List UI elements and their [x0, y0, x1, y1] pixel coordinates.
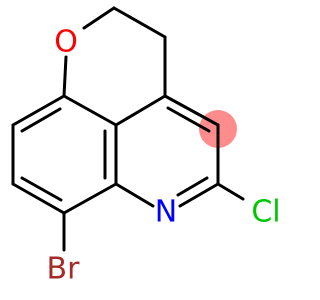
bond-ar-4	[11, 182, 66, 215]
bond-ar-2-inner	[20, 107, 62, 133]
atom-o-label: O	[54, 25, 78, 60]
molecule-diagram: O N Cl Br	[11, 6, 281, 287]
bond-ar-1	[62, 94, 118, 127]
bond-c-cl	[216, 182, 245, 201]
bond-py-4	[114, 182, 155, 208]
bond-py-3	[178, 182, 220, 208]
bond-ring-junction	[114, 94, 167, 127]
bond-py-3-inner	[176, 176, 209, 197]
bond-ar-5	[62, 182, 118, 215]
bond-o-ch2	[82, 6, 116, 30]
bond-py-1	[163, 94, 220, 127]
atom-br-label: Br	[47, 252, 81, 287]
bond-ar-2	[11, 94, 66, 127]
bond-o-aryl	[62, 55, 68, 98]
bond-py-1-inner	[166, 106, 211, 133]
atom-n-label: N	[155, 195, 177, 230]
atom-cl-label: Cl	[251, 195, 280, 230]
bond-ar-4-inner	[20, 176, 63, 202]
bond-ch2-ch2	[112, 6, 167, 39]
bonds	[11, 6, 245, 252]
